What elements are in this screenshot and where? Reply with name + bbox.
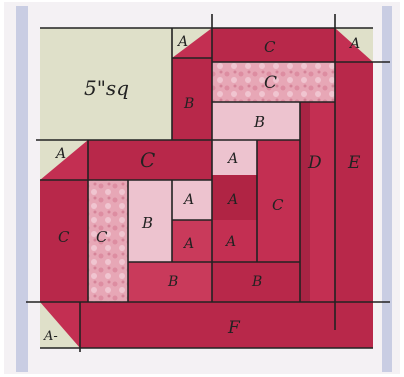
blue-border-right bbox=[382, 6, 392, 372]
blue-border-left bbox=[16, 6, 28, 372]
label-b-upper: B bbox=[183, 96, 194, 112]
column-d-shade bbox=[300, 102, 310, 302]
column-e bbox=[335, 62, 373, 302]
label-c-left-inner: C bbox=[96, 228, 108, 246]
label-a-top-left: A bbox=[176, 34, 188, 50]
strip-f bbox=[80, 302, 373, 348]
piece-c-left-inner bbox=[88, 180, 128, 302]
label-b-bottom-right: B bbox=[251, 274, 262, 290]
label-a-center-1: A bbox=[182, 192, 194, 208]
label-a-center-top: A bbox=[226, 151, 238, 167]
label-a-bottom-left: A- bbox=[43, 329, 58, 344]
label-a-center-4: A bbox=[224, 234, 236, 250]
label-c-right-inner: C bbox=[272, 196, 284, 214]
label-f: F bbox=[227, 318, 241, 338]
label-a-top-right: A bbox=[348, 36, 360, 52]
label-d: D bbox=[307, 153, 322, 173]
square-size-label: 5"sq bbox=[84, 76, 129, 100]
label-a-center-2: A bbox=[182, 236, 194, 252]
label-b-bottom-left: B bbox=[167, 274, 178, 290]
label-c-stripe: C bbox=[264, 73, 277, 93]
label-c-left-outer: C bbox=[58, 228, 70, 246]
label-a-center-3: A bbox=[226, 192, 238, 208]
label-e: E bbox=[347, 153, 361, 173]
label-b-top-center: B bbox=[253, 113, 265, 131]
label-a-mid-left: A bbox=[54, 146, 66, 162]
label-c-middle: C bbox=[140, 148, 155, 172]
label-b-mid: B bbox=[141, 214, 153, 232]
label-c-top: C bbox=[264, 38, 276, 56]
